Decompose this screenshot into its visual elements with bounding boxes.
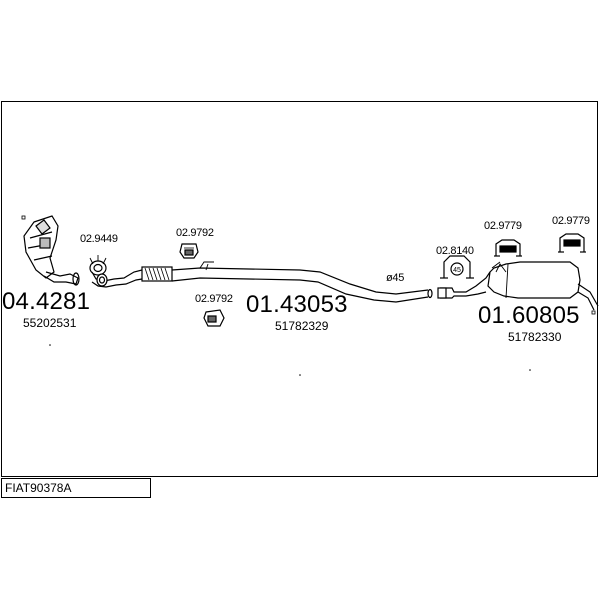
catalyst-oem-number: 55202531: [23, 316, 77, 330]
rubber-mount-part: [440, 255, 474, 279]
hanger-right-part: [558, 233, 586, 253]
marker-dot-middle: [299, 374, 301, 376]
middle-pipe-part: [171, 261, 433, 303]
middle-pipe-part-number: 01.43053: [246, 291, 348, 318]
hanger-left-part: [494, 239, 522, 257]
pipe-diameter-label: ø45: [386, 272, 405, 284]
diagram-code: FIAT90378A: [1, 478, 151, 498]
hanger-left-label: 02.9779: [484, 220, 522, 232]
catalyst-part-number: 04.4281: [2, 288, 91, 315]
marker-dot-right: [529, 369, 531, 371]
middle-pipe-oem-number: 51782329: [275, 319, 329, 333]
gasket-front-label: 02.9449: [80, 233, 118, 245]
diagram-frame: [1, 101, 598, 477]
gasket-front-part: [89, 255, 107, 276]
front-flex-pipe-part: [91, 266, 173, 288]
clamp-lower-part: [203, 309, 225, 327]
marker-dot-left: [49, 344, 51, 346]
clamp-upper-part: [179, 243, 199, 259]
mount-badge: 45: [453, 267, 461, 274]
hanger-right-label: 02.9779: [552, 215, 590, 227]
reference-square-right: [591, 310, 596, 315]
rear-silencer-part-number: 01.60805: [478, 302, 580, 329]
rear-silencer-part: [437, 261, 599, 311]
rubber-mount-label: 02.8140: [436, 245, 474, 257]
rear-silencer-oem-number: 51782330: [508, 330, 562, 344]
reference-square-left: [21, 215, 26, 220]
clamp-lower-label: 02.9792: [195, 293, 233, 305]
catalyst-part: [23, 215, 80, 286]
clamp-upper-label: 02.9792: [176, 227, 214, 239]
